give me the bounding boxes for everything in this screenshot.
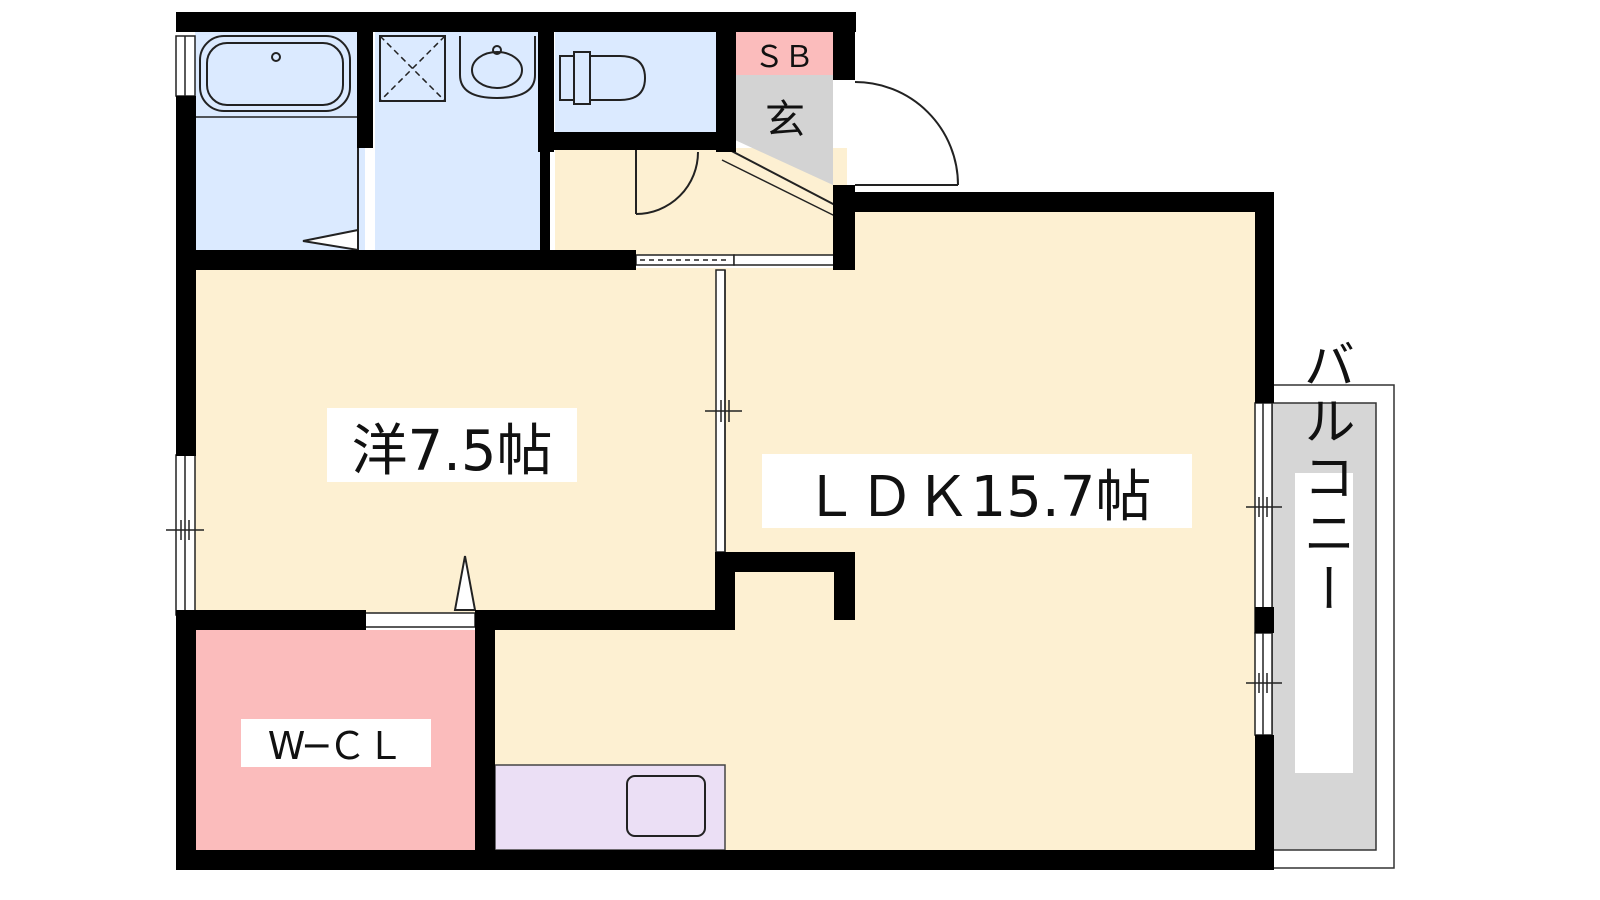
entrance-label: 玄	[765, 97, 805, 143]
walk-in-closet-label: W─ＣＬ	[268, 724, 404, 768]
ldk-floor-upper	[850, 210, 1260, 850]
entrance-door-swing	[854, 81, 959, 186]
shoe-box-label: ＳＢ	[754, 40, 814, 75]
kitchen-sink	[626, 775, 706, 837]
floor-fills	[195, 30, 1395, 869]
labels: 洋7.5帖 ＬＤＫ15.7帖 W─ＣＬ ＳＢ 玄 バルコニー	[241, 40, 1354, 773]
entrance-floor	[735, 75, 833, 185]
fixtures	[166, 35, 1282, 736]
toilet-bowl	[559, 51, 647, 105]
ldk-label: ＬＤＫ15.7帖	[803, 465, 1152, 530]
shoe-box-floor	[735, 30, 833, 75]
kitchen-counter	[494, 764, 726, 851]
toilet-door-swing	[635, 151, 699, 215]
balcony-label: バルコニー	[1294, 338, 1354, 618]
bathtub	[199, 35, 351, 112]
washing-machine-pan	[379, 35, 446, 102]
bathroom-floor	[195, 30, 365, 255]
walls	[176, 12, 1274, 870]
toilet-floor	[555, 30, 720, 132]
closet-door	[364, 612, 476, 628]
western-room-label: 洋7.5帖	[351, 419, 552, 484]
washroom-floor	[375, 30, 540, 255]
wash-basin	[459, 36, 536, 100]
